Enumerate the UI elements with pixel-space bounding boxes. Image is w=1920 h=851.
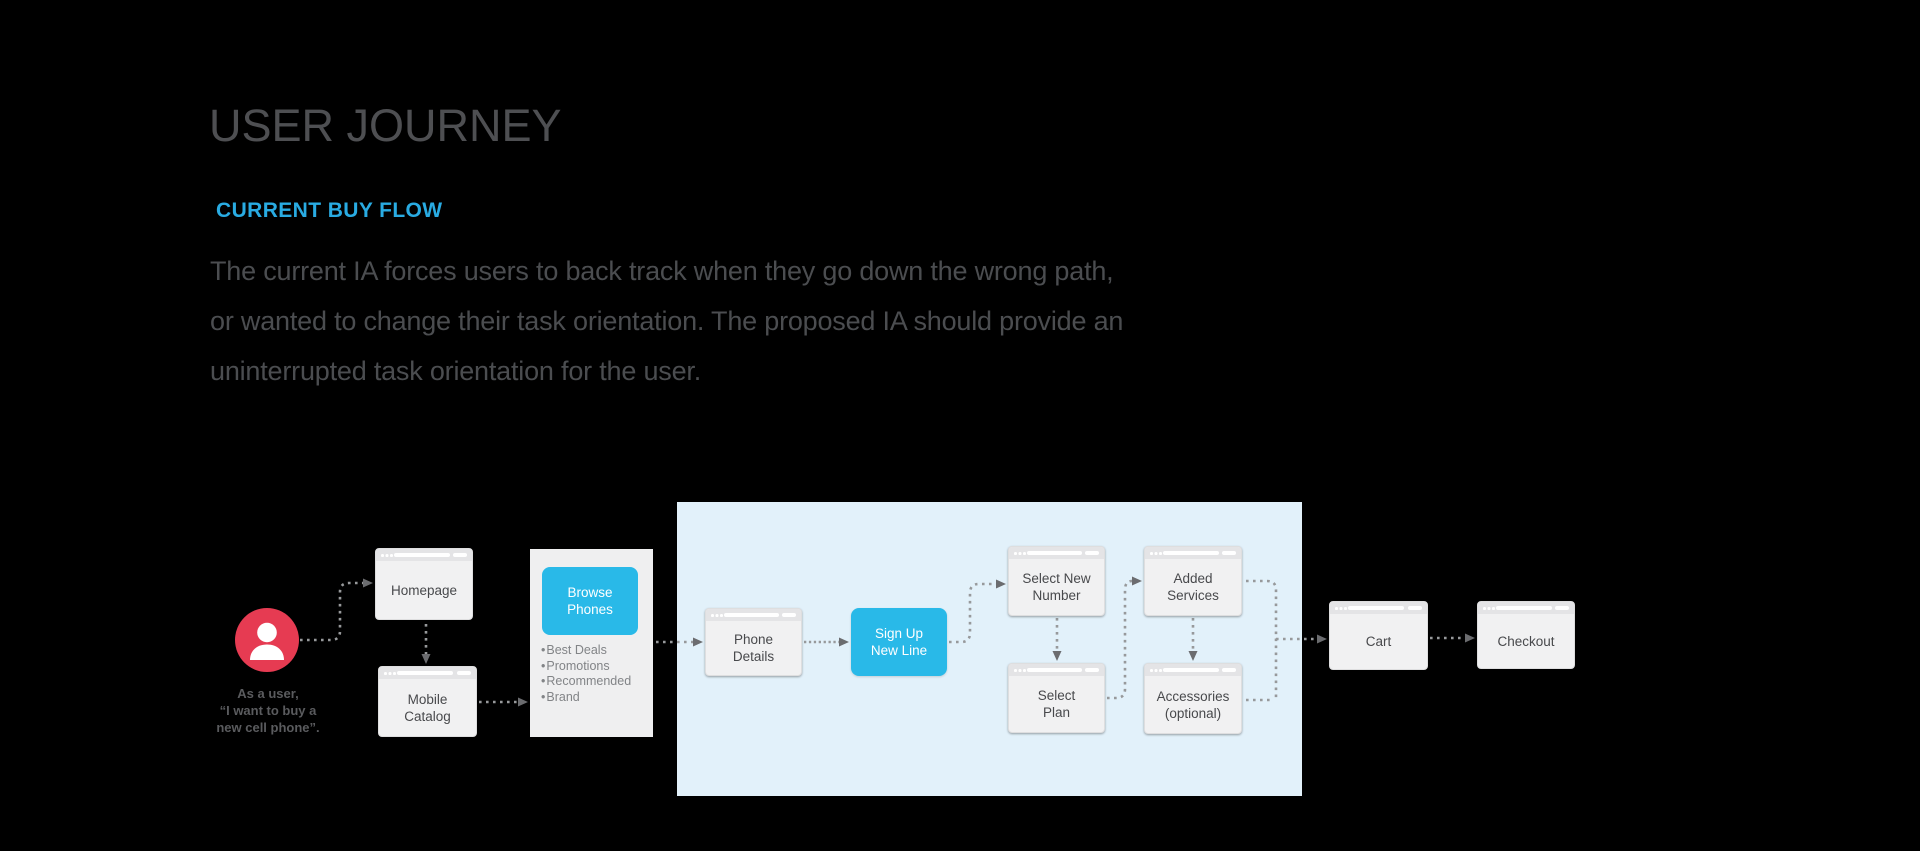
browse-option: Brand (541, 690, 631, 706)
persona-caption-line: As a user, (237, 686, 299, 701)
node-label: Number (1032, 588, 1081, 603)
node-label: Details (732, 649, 775, 664)
persona-caption-line: “I want to buy a (219, 703, 317, 718)
address-bar-icon (397, 671, 454, 675)
node-homepage: Homepage (375, 548, 473, 620)
node-label: Catalog (404, 708, 451, 724)
window-button-icon (1555, 606, 1569, 610)
connector-sign-up-to-select-new-number (949, 579, 1006, 644)
node-checkout: Checkout (1477, 601, 1575, 669)
connector-added-services-to-merge (1246, 579, 1278, 700)
address-bar-icon (1027, 668, 1083, 672)
description-line: uninterrupted task orientation for the u… (210, 356, 702, 386)
browser-chrome (1478, 602, 1574, 614)
node-label: Select (1037, 688, 1076, 703)
node-label: Cart (1365, 634, 1392, 649)
node-sign-up-new-line: Sign Up New Line (851, 608, 947, 676)
node-label: Mobile (407, 691, 448, 707)
address-bar-icon (1348, 606, 1405, 610)
address-bar-icon (724, 613, 780, 617)
node-label: Phone (733, 632, 774, 647)
window-button-icon (453, 553, 467, 557)
browse-option: Best Deals (541, 643, 631, 659)
address-bar-icon (1496, 606, 1552, 610)
node-label: Checkout (1497, 633, 1555, 649)
browser-chrome (706, 609, 801, 621)
persona-caption-line: new cell phone”. (216, 720, 320, 735)
browse-phones-panel: Browse Phones Best Deals Promotions Reco… (530, 549, 653, 737)
address-bar-icon (1163, 551, 1219, 555)
button-label: Browse (567, 585, 613, 600)
window-button-icon (782, 613, 796, 617)
description-line: The current IA forces users to back trac… (210, 256, 1114, 286)
window-dots-icon (1335, 607, 1338, 610)
description-paragraph: The current IA forces users to back trac… (210, 246, 1123, 396)
window-button-icon (1222, 551, 1236, 555)
browser-chrome (376, 549, 472, 561)
browse-option: Recommended (541, 674, 631, 690)
node-label: Added (1173, 571, 1213, 586)
address-bar-icon (1027, 551, 1083, 555)
window-dots-icon (381, 554, 384, 557)
browser-chrome (1330, 602, 1427, 614)
persona-caption: As a user, “I want to buy a new cell pho… (187, 685, 349, 736)
window-button-icon (457, 671, 471, 675)
button-label: New Line (870, 643, 928, 658)
node-label: Accessories (1156, 688, 1230, 704)
node-label: (optional) (1164, 705, 1222, 721)
node-cart: Cart (1329, 601, 1428, 670)
window-button-icon (1085, 551, 1099, 555)
browser-chrome (1009, 664, 1104, 676)
connector-user-to-homepage (300, 578, 373, 642)
address-bar-icon (394, 553, 450, 557)
connector-select-plan-to-added-services (1107, 576, 1142, 700)
button-label: Phones (567, 602, 613, 617)
browse-phones-button: Browse Phones (542, 567, 638, 635)
window-dots-icon (1014, 552, 1017, 555)
node-accessories-optional: Accessories(optional) (1144, 663, 1242, 734)
browser-chrome (1145, 664, 1241, 676)
window-dots-icon (1014, 669, 1017, 672)
browser-chrome (1145, 547, 1241, 559)
browse-option: Promotions (541, 659, 631, 675)
node-label: Plan (1042, 705, 1071, 720)
address-bar-icon (1163, 668, 1219, 672)
browser-chrome (379, 667, 476, 679)
description-line: or wanted to change their task orientati… (210, 306, 1124, 336)
page-title: USER JOURNEY (209, 100, 562, 151)
button-label: Sign Up (874, 626, 924, 641)
node-label: Services (1167, 588, 1219, 603)
browse-options-list: Best Deals Promotions Recommended Brand (541, 643, 631, 705)
node-label: Select New (1022, 571, 1091, 586)
user-icon (235, 608, 299, 672)
window-dots-icon (1150, 669, 1153, 672)
node-label: Homepage (390, 582, 458, 598)
window-dots-icon (1483, 607, 1486, 610)
window-dots-icon (1150, 552, 1153, 555)
section-subtitle: CURRENT BUY FLOW (216, 199, 443, 222)
window-button-icon (1222, 668, 1236, 672)
window-dots-icon (384, 672, 387, 675)
window-dots-icon (711, 614, 714, 617)
window-button-icon (1085, 668, 1099, 672)
window-button-icon (1408, 606, 1422, 610)
browser-chrome (1009, 547, 1104, 559)
